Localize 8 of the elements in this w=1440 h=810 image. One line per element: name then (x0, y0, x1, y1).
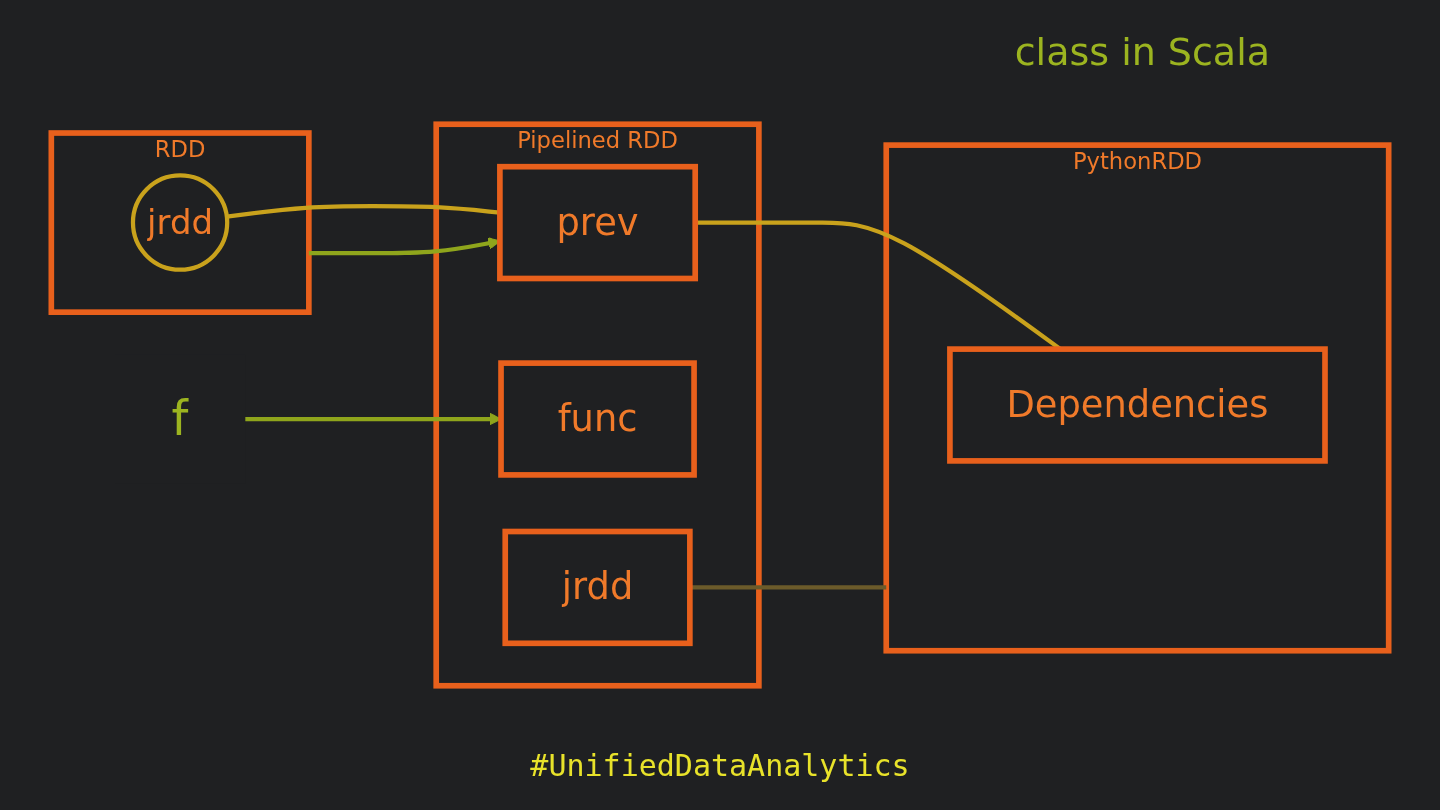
node-box: jrdd (502, 528, 693, 647)
annotation-text: class in Scala (1014, 30, 1270, 74)
node-box: Dependencies (947, 346, 1328, 464)
node-circle: jrdd (130, 173, 230, 272)
hashtag-text: #UnifiedDataAnalytics (530, 748, 910, 783)
node-box: prev (497, 163, 699, 282)
node-box: func (498, 360, 697, 478)
node-text: f (171, 390, 189, 447)
